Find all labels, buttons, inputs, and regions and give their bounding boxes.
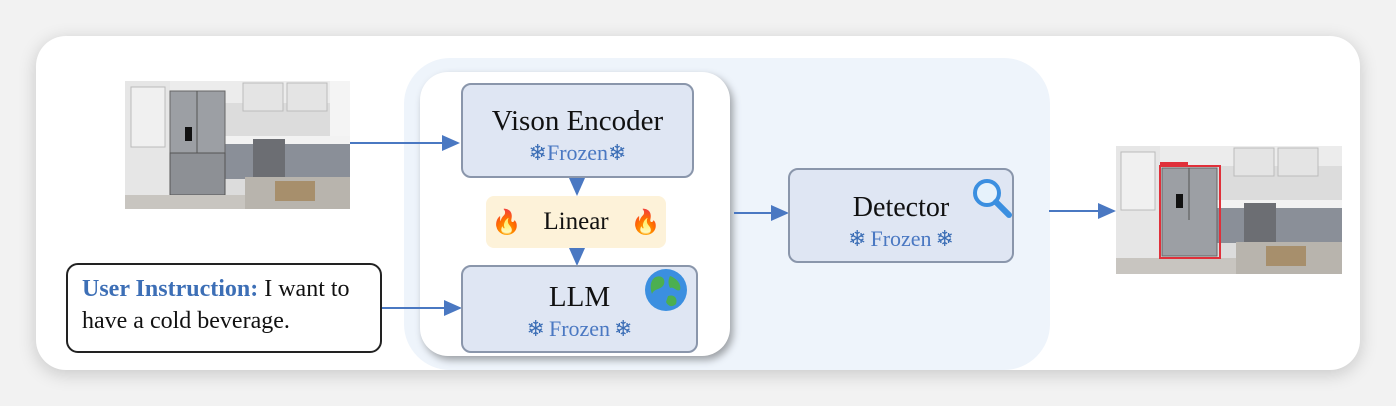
user-instruction-text: I want to have a cold beverage. bbox=[82, 276, 350, 335]
linear-label: Linear bbox=[543, 208, 609, 235]
snowflake-icon: ❄ bbox=[848, 226, 867, 251]
vision-encoder-status: Frozen bbox=[546, 140, 609, 165]
magnifier-icon bbox=[973, 179, 1012, 218]
vision-encoder-title: Vison Encoder bbox=[491, 105, 664, 137]
snowflake-icon: ❄ bbox=[614, 316, 633, 341]
snowflake-icon: ❄ bbox=[528, 140, 547, 165]
llm-status: Frozen bbox=[548, 316, 611, 341]
detector-title: Detector bbox=[852, 192, 950, 223]
user-instruction-box: User Instruction: I want to have a cold … bbox=[66, 263, 382, 353]
snowflake-icon: ❄ bbox=[526, 316, 545, 341]
linear-box: 🔥 Linear 🔥 bbox=[486, 196, 666, 248]
input-kitchen-image bbox=[125, 81, 350, 209]
detection-bounding-box bbox=[1159, 165, 1221, 259]
output-kitchen-image bbox=[1116, 146, 1342, 274]
user-instruction-label: User Instruction: bbox=[82, 276, 259, 302]
snowflake-icon: ❄ bbox=[935, 226, 954, 251]
detector-box: Detector ❄ Frozen ❄ bbox=[788, 168, 1014, 263]
fire-icon: 🔥 bbox=[630, 209, 661, 236]
detector-status: Frozen bbox=[870, 226, 932, 251]
vision-encoder-box: Vison Encoder ❄Frozen❄ bbox=[461, 83, 694, 178]
snowflake-icon: ❄ bbox=[608, 140, 627, 165]
globe-icon bbox=[645, 269, 687, 311]
fire-icon: 🔥 bbox=[491, 209, 522, 236]
llm-title: LLM bbox=[548, 281, 611, 313]
